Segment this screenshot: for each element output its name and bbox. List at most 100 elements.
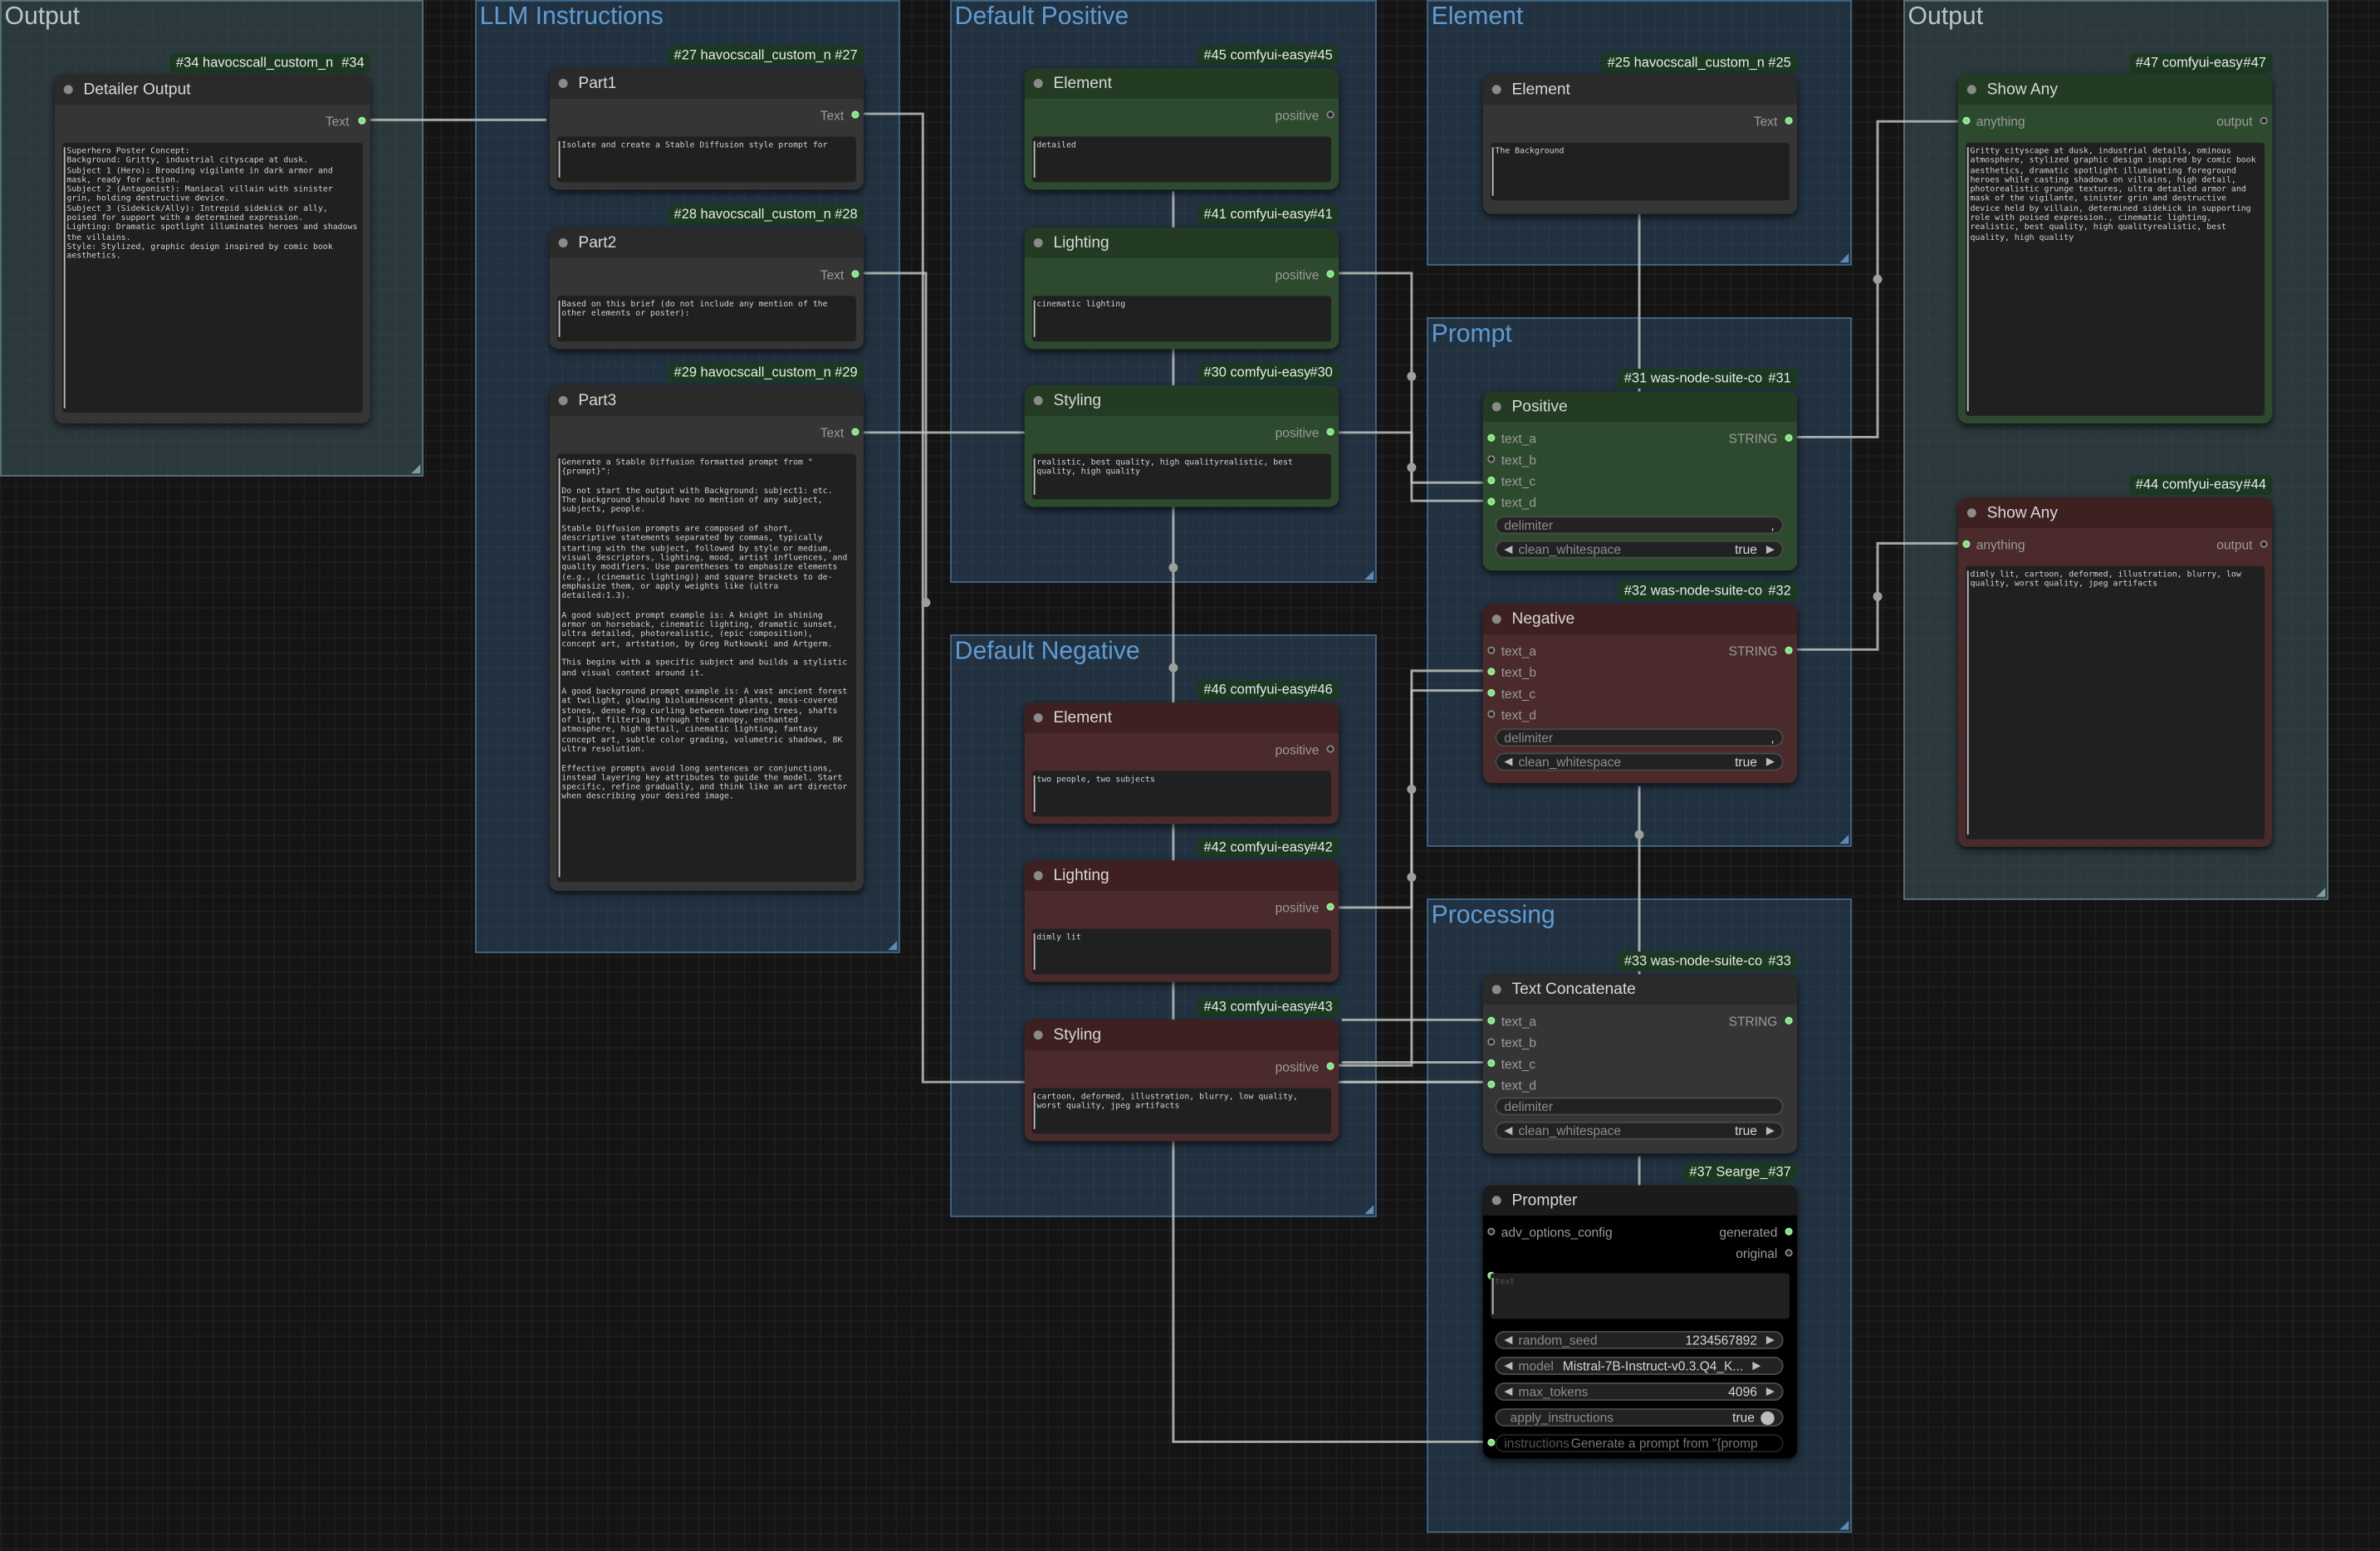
group-resize-handle[interactable]: [1839, 253, 1849, 263]
node-title-bar[interactable]: Styling: [1024, 385, 1339, 416]
output-port-positive[interactable]: [1326, 428, 1334, 436]
collapse-dot-icon[interactable]: [1033, 871, 1043, 881]
input-port-instructions[interactable]: [1487, 1438, 1496, 1446]
negative-element-node[interactable]: Element positive two people, two subject…: [1024, 702, 1339, 824]
element-node[interactable]: Element Text The Background: [1482, 74, 1798, 214]
output-port-positive[interactable]: [1326, 270, 1334, 278]
collapse-dot-icon[interactable]: [63, 85, 73, 95]
output-port-output[interactable]: [2260, 540, 2268, 548]
group-resize-handle[interactable]: [1364, 1205, 1374, 1215]
group-resize-handle[interactable]: [1839, 834, 1849, 844]
node-title-bar[interactable]: Prompter: [1482, 1185, 1798, 1216]
collapse-dot-icon[interactable]: [558, 237, 568, 247]
input-port-text-c[interactable]: [1487, 476, 1496, 485]
negative-lighting-node[interactable]: Lighting positive dimly lit: [1024, 860, 1339, 982]
delimiter-input[interactable]: delimiter,: [1495, 728, 1784, 747]
detailer-output-textbox[interactable]: Superhero Poster Concept: Background: Gr…: [61, 142, 363, 413]
show-any-positive-textbox[interactable]: Gritty cityscape at dusk, industrial det…: [1966, 142, 2265, 416]
collapse-dot-icon[interactable]: [1033, 1030, 1043, 1040]
text-concatenate-node[interactable]: Text Concatenate text_a STRING text_b te…: [1482, 974, 1798, 1154]
node-title-bar[interactable]: Part2: [549, 228, 864, 258]
positive-lighting-node[interactable]: Lighting positive cinematic lighting: [1024, 228, 1339, 350]
input-port-text-d[interactable]: [1487, 497, 1496, 506]
input-port-text-a[interactable]: [1487, 433, 1496, 442]
input-port-text-a[interactable]: [1487, 1016, 1496, 1025]
node-title-bar[interactable]: Element: [1024, 702, 1339, 733]
part2-textbox[interactable]: Based on this brief (do not include any …: [556, 296, 856, 342]
node-title-bar[interactable]: Part3: [549, 385, 864, 416]
collapse-dot-icon[interactable]: [1033, 79, 1043, 89]
input-port-text-d[interactable]: [1487, 1080, 1496, 1089]
output-port-positive[interactable]: [1326, 903, 1334, 911]
show-any-negative-node[interactable]: Show Any anything output dimly lit, cart…: [1957, 497, 2273, 847]
negative-styling-textbox[interactable]: cartoon, deformed, illustration, blurry,…: [1031, 1088, 1331, 1134]
negative-element-textbox[interactable]: two people, two subjects: [1031, 771, 1331, 817]
collapse-dot-icon[interactable]: [558, 396, 568, 406]
prompt-textbox[interactable]: text: [1490, 1273, 1790, 1319]
output-port-string[interactable]: [1785, 646, 1793, 654]
node-title-bar[interactable]: Show Any: [1957, 497, 2273, 529]
positive-styling-textbox[interactable]: realistic, best quality, high qualityrea…: [1031, 453, 1331, 500]
collapse-dot-icon[interactable]: [1491, 614, 1501, 624]
input-port-anything[interactable]: [1962, 116, 1971, 125]
collapse-dot-icon[interactable]: [1033, 713, 1043, 723]
positive-element-textbox[interactable]: detailed: [1031, 136, 1331, 183]
show-any-negative-textbox[interactable]: dimly lit, cartoon, deformed, illustrati…: [1966, 565, 2265, 839]
input-port-text-b[interactable]: [1487, 1038, 1496, 1046]
node-title-bar[interactable]: Positive: [1482, 391, 1798, 423]
group-resize-handle[interactable]: [2316, 888, 2326, 898]
positive-element-node[interactable]: Element positive detailed: [1024, 68, 1339, 190]
output-port-positive[interactable]: [1326, 745, 1334, 753]
output-port-positive[interactable]: [1326, 1062, 1334, 1070]
collapse-dot-icon[interactable]: [1491, 402, 1501, 412]
output-port-text[interactable]: [851, 110, 859, 119]
node-title-bar[interactable]: Lighting: [1024, 860, 1339, 891]
input-port-text-a[interactable]: [1487, 646, 1496, 654]
collapse-dot-icon[interactable]: [1966, 85, 1976, 95]
collapse-dot-icon[interactable]: [1033, 396, 1043, 406]
node-title-bar[interactable]: Text Concatenate: [1482, 974, 1798, 1005]
collapse-dot-icon[interactable]: [1966, 508, 1976, 518]
part3-node[interactable]: Part3 Text Generate a Stable Diffusion f…: [549, 385, 864, 891]
negative-concat-node[interactable]: Negative text_a STRING text_b text_c tex…: [1482, 604, 1798, 784]
detailer-output-node[interactable]: Detailer Output Text Superhero Poster Co…: [54, 74, 370, 423]
group-resize-handle[interactable]: [1839, 1520, 1849, 1530]
node-title-bar[interactable]: Styling: [1024, 1020, 1339, 1050]
output-port-positive[interactable]: [1326, 110, 1334, 119]
node-title-bar[interactable]: Part1: [549, 68, 864, 99]
part3-textbox[interactable]: Generate a Stable Diffusion formatted pr…: [556, 453, 856, 882]
collapse-dot-icon[interactable]: [1491, 985, 1501, 995]
input-port-anything[interactable]: [1962, 540, 1971, 548]
output-port-text[interactable]: [358, 116, 366, 125]
node-title-bar[interactable]: Detailer Output: [54, 74, 370, 105]
part1-node[interactable]: Part1 Text Isolate and create a Stable D…: [549, 68, 864, 190]
input-port-text-b[interactable]: [1487, 668, 1496, 676]
output-port-text[interactable]: [851, 270, 859, 278]
positive-concat-node[interactable]: Positive text_a STRING text_b text_c tex…: [1482, 391, 1798, 571]
output-port-text[interactable]: [851, 428, 859, 436]
node-title-bar[interactable]: Negative: [1482, 604, 1798, 635]
element-textbox[interactable]: The Background: [1490, 142, 1790, 201]
part2-node[interactable]: Part2 Text Based on this brief (do not i…: [549, 228, 864, 350]
group-resize-handle[interactable]: [411, 464, 421, 474]
node-title-bar[interactable]: Lighting: [1024, 228, 1339, 258]
positive-lighting-textbox[interactable]: cinematic lighting: [1031, 296, 1331, 342]
output-port-string[interactable]: [1785, 433, 1793, 442]
collapse-dot-icon[interactable]: [1491, 85, 1501, 95]
prompter-node[interactable]: Prompter adv_options_config generated or…: [1482, 1185, 1798, 1459]
collapse-dot-icon[interactable]: [1033, 237, 1043, 247]
output-port-text[interactable]: [1785, 116, 1793, 125]
positive-styling-node[interactable]: Styling positive realistic, best quality…: [1024, 385, 1339, 507]
collapse-dot-icon[interactable]: [1491, 1196, 1501, 1206]
group-resize-handle[interactable]: [888, 941, 898, 951]
input-port-text-c[interactable]: [1487, 688, 1496, 697]
show-any-positive-node[interactable]: Show Any anything output Gritty cityscap…: [1957, 74, 2273, 423]
input-port-adv-options[interactable]: [1487, 1227, 1496, 1235]
